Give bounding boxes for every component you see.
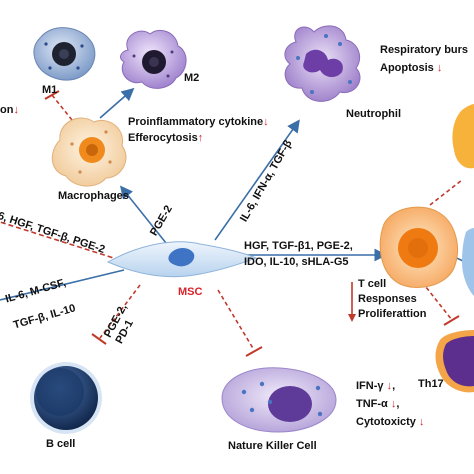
inhibit-msc-left-upper [0, 221, 121, 261]
label-tcell-2: Responses [358, 293, 417, 305]
arrow-msc-left-lower [0, 269, 125, 301]
bcell-cell [30, 362, 102, 434]
m1-cell [33, 27, 96, 81]
label-tcell-1: T cell [358, 278, 387, 290]
label-neutro-effect-1: Respiratory burs [380, 44, 469, 56]
label-nk-effect-2: TNF-α ↓, [356, 398, 400, 410]
label-m1-cut: on↓ [0, 104, 19, 116]
label-macro-effect-1: Proinflammatory cytokine↓ [128, 116, 269, 128]
label-th17: Th17 [418, 378, 444, 390]
inhibit-bar-m1 [44, 90, 60, 100]
label-msc-factors-1: HGF, TGF-β1, PGE-2, [244, 240, 353, 252]
inhibit-msc-to-nk [217, 289, 255, 351]
neutrophil-cell [284, 25, 361, 102]
label-neutro-effect-2: Apoptosis ↓ [380, 62, 443, 74]
right-partial-cell [462, 228, 474, 296]
label-bcell: B cell [46, 438, 76, 450]
inhibit-bar-th17 [443, 315, 460, 326]
label-m1: M1 [42, 84, 58, 96]
arrow-msc-to-neutrophil [214, 119, 300, 241]
th17-cell [435, 330, 474, 393]
arrow-macrophages-to-m2 [99, 87, 135, 119]
arrow-msc-to-macrophages [120, 185, 171, 249]
inhibit-tcell-to-th17 [421, 281, 453, 321]
label-neutrophil: Neutrophil [346, 108, 401, 120]
nk-cell [221, 367, 337, 433]
label-tcell-3: Proliferattion [358, 308, 427, 320]
macrophage-cell [51, 117, 127, 187]
label-nk-effect-1: IFN-γ ↓, [356, 380, 396, 392]
inhibit-bar-nk [245, 346, 263, 357]
inhibit-tcell-upper-right [429, 179, 463, 206]
label-nk-effect-3: Cytotoxicty ↓ [356, 416, 425, 428]
tcell-cell [379, 206, 458, 288]
label-nk: Nature Killer Cell [228, 440, 317, 452]
msc-cell [106, 241, 258, 278]
upper-right-cell [452, 104, 474, 169]
label-macrophages: Macrophages [58, 190, 129, 202]
m2-cell [120, 30, 187, 89]
label-m2: M2 [184, 72, 200, 84]
label-msc: MSC [178, 286, 203, 298]
inhibit-bar-bcell [91, 333, 107, 345]
label-msc-factors-2: IDO, IL-10, sHLA-G5 [244, 256, 349, 268]
label-macro-effect-2: Efferocytosis↑ [128, 132, 204, 144]
inhibit-macrophages-to-m1 [51, 94, 73, 121]
arrow-tcell-down-head [348, 314, 356, 322]
